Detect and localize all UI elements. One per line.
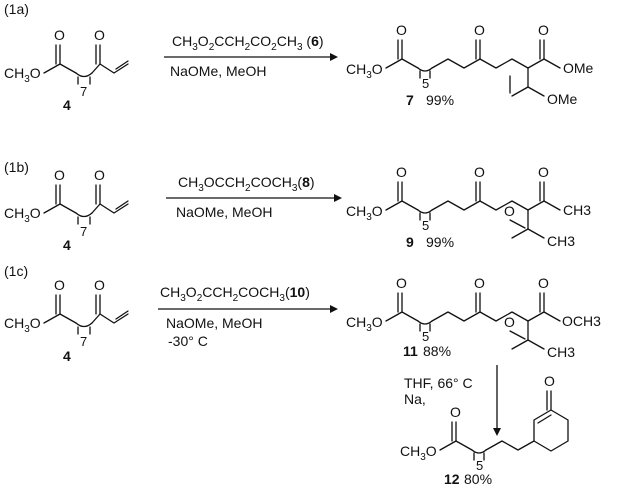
cyclization-conditions-1: THF, 66° C	[404, 375, 473, 391]
reagent-acetylacetone: CH3OCCH2COCH3(8)	[178, 174, 315, 194]
carbonyl-o: O	[54, 27, 65, 43]
product-12: CH3O O 5 O 12 80%	[400, 373, 569, 487]
reagent-base-1a: NaOMe, MeOH	[170, 63, 266, 79]
svg-text:5: 5	[422, 218, 429, 233]
svg-text:OCH3: OCH3	[562, 313, 601, 329]
yield-12: 80%	[464, 471, 492, 487]
svg-text:OMe: OMe	[563, 60, 594, 76]
svg-text:O: O	[538, 164, 549, 180]
svg-text:O: O	[94, 277, 105, 293]
svg-text:CH3O: CH3O	[4, 315, 41, 335]
reactant-4-1b: CH3O O 7 O 4	[4, 167, 129, 253]
svg-text:CH3O: CH3O	[400, 443, 437, 463]
svg-text:7: 7	[80, 224, 87, 239]
svg-text:5: 5	[476, 458, 483, 473]
svg-text:5: 5	[422, 76, 429, 91]
yield-7: 99%	[426, 92, 454, 108]
svg-text:O: O	[54, 167, 65, 183]
svg-text:CH3: CH3	[547, 233, 575, 249]
reagent-methyl-acetoacetate: CH3O2CCH2COCH3(10)	[160, 284, 310, 304]
svg-text:OMe: OMe	[547, 91, 578, 107]
svg-text:CH3O: CH3O	[4, 205, 41, 225]
reactant-4-1a: CH3O O 7 O 4	[4, 27, 129, 113]
svg-text:CH3O: CH3O	[346, 61, 383, 81]
scheme-tag-1c: (1c)	[4, 263, 28, 279]
reagent-temperature-1c: -30° C	[168, 333, 208, 349]
methoxy-label: CH3O	[4, 65, 41, 85]
svg-text:O: O	[504, 203, 515, 219]
compound-number-11: 11	[403, 343, 418, 359]
compound-number-4: 4	[63, 348, 71, 364]
scheme-1c: (1c) CH3O O 7 O 4 CH3O2CCH2COCH3(10) NaO…	[4, 263, 601, 364]
svg-text:7: 7	[80, 334, 87, 349]
compound-number-12: 12	[444, 471, 460, 487]
svg-text:O: O	[396, 275, 407, 291]
svg-text:CH3O: CH3O	[346, 203, 383, 223]
reagent-base-1c: NaOMe, MeOH	[166, 315, 262, 331]
svg-text:O: O	[474, 22, 485, 38]
svg-text:CH3O: CH3O	[346, 314, 383, 334]
reagent-malonate: CH3O2CCH2CO2CH3 (6)	[172, 33, 324, 53]
yield-11: 88%	[423, 343, 451, 359]
scheme-tag-1a: (1a)	[4, 1, 29, 17]
cyclization-step: THF, 66° C Na, CH3O O 5 O 12 80%	[400, 365, 569, 487]
svg-text:O: O	[54, 277, 65, 293]
svg-text:O: O	[474, 164, 485, 180]
svg-text:O: O	[474, 275, 485, 291]
yield-9: 99%	[426, 234, 454, 250]
product-9: CH3O O 5 O O CH3 O CH3 9 99	[346, 164, 591, 250]
svg-text:O: O	[538, 22, 549, 38]
svg-text:O: O	[538, 275, 549, 291]
svg-text:CH3: CH3	[563, 202, 591, 218]
cyclization-conditions-2: Na,	[404, 391, 426, 407]
compound-number-4: 4	[63, 97, 71, 113]
scheme-1a: (1a) CH3O O 7 O 4 CH3O2CCH2CO2CH3 (6) Na…	[4, 1, 594, 113]
scheme-1b: (1b) CH3O O 7 O 4 CH3OCCH2COCH3(8) NaOMe…	[4, 159, 591, 253]
reactant-4-1c: CH3O O 7 O 4	[4, 277, 129, 364]
compound-number-9: 9	[406, 234, 414, 250]
svg-text:O: O	[544, 373, 555, 389]
svg-text:O: O	[396, 22, 407, 38]
ketone-o: O	[94, 27, 105, 43]
compound-number-4: 4	[63, 237, 71, 253]
svg-text:5: 5	[422, 329, 429, 344]
svg-text:O: O	[450, 404, 461, 420]
product-7: CH3O O 5 O O OMe OMe 7 99%	[346, 22, 594, 108]
svg-text:O: O	[396, 164, 407, 180]
svg-text:O: O	[94, 167, 105, 183]
reagent-base-1b: NaOMe, MeOH	[176, 204, 272, 220]
svg-text:O: O	[504, 314, 515, 330]
compound-number-7: 7	[406, 92, 414, 108]
product-11: CH3O O 5 O O OCH3 O CH3 11	[346, 275, 601, 360]
scheme-tag-1b: (1b)	[4, 159, 29, 175]
svg-text:CH3: CH3	[547, 344, 575, 360]
chain-length-7: 7	[80, 84, 87, 99]
